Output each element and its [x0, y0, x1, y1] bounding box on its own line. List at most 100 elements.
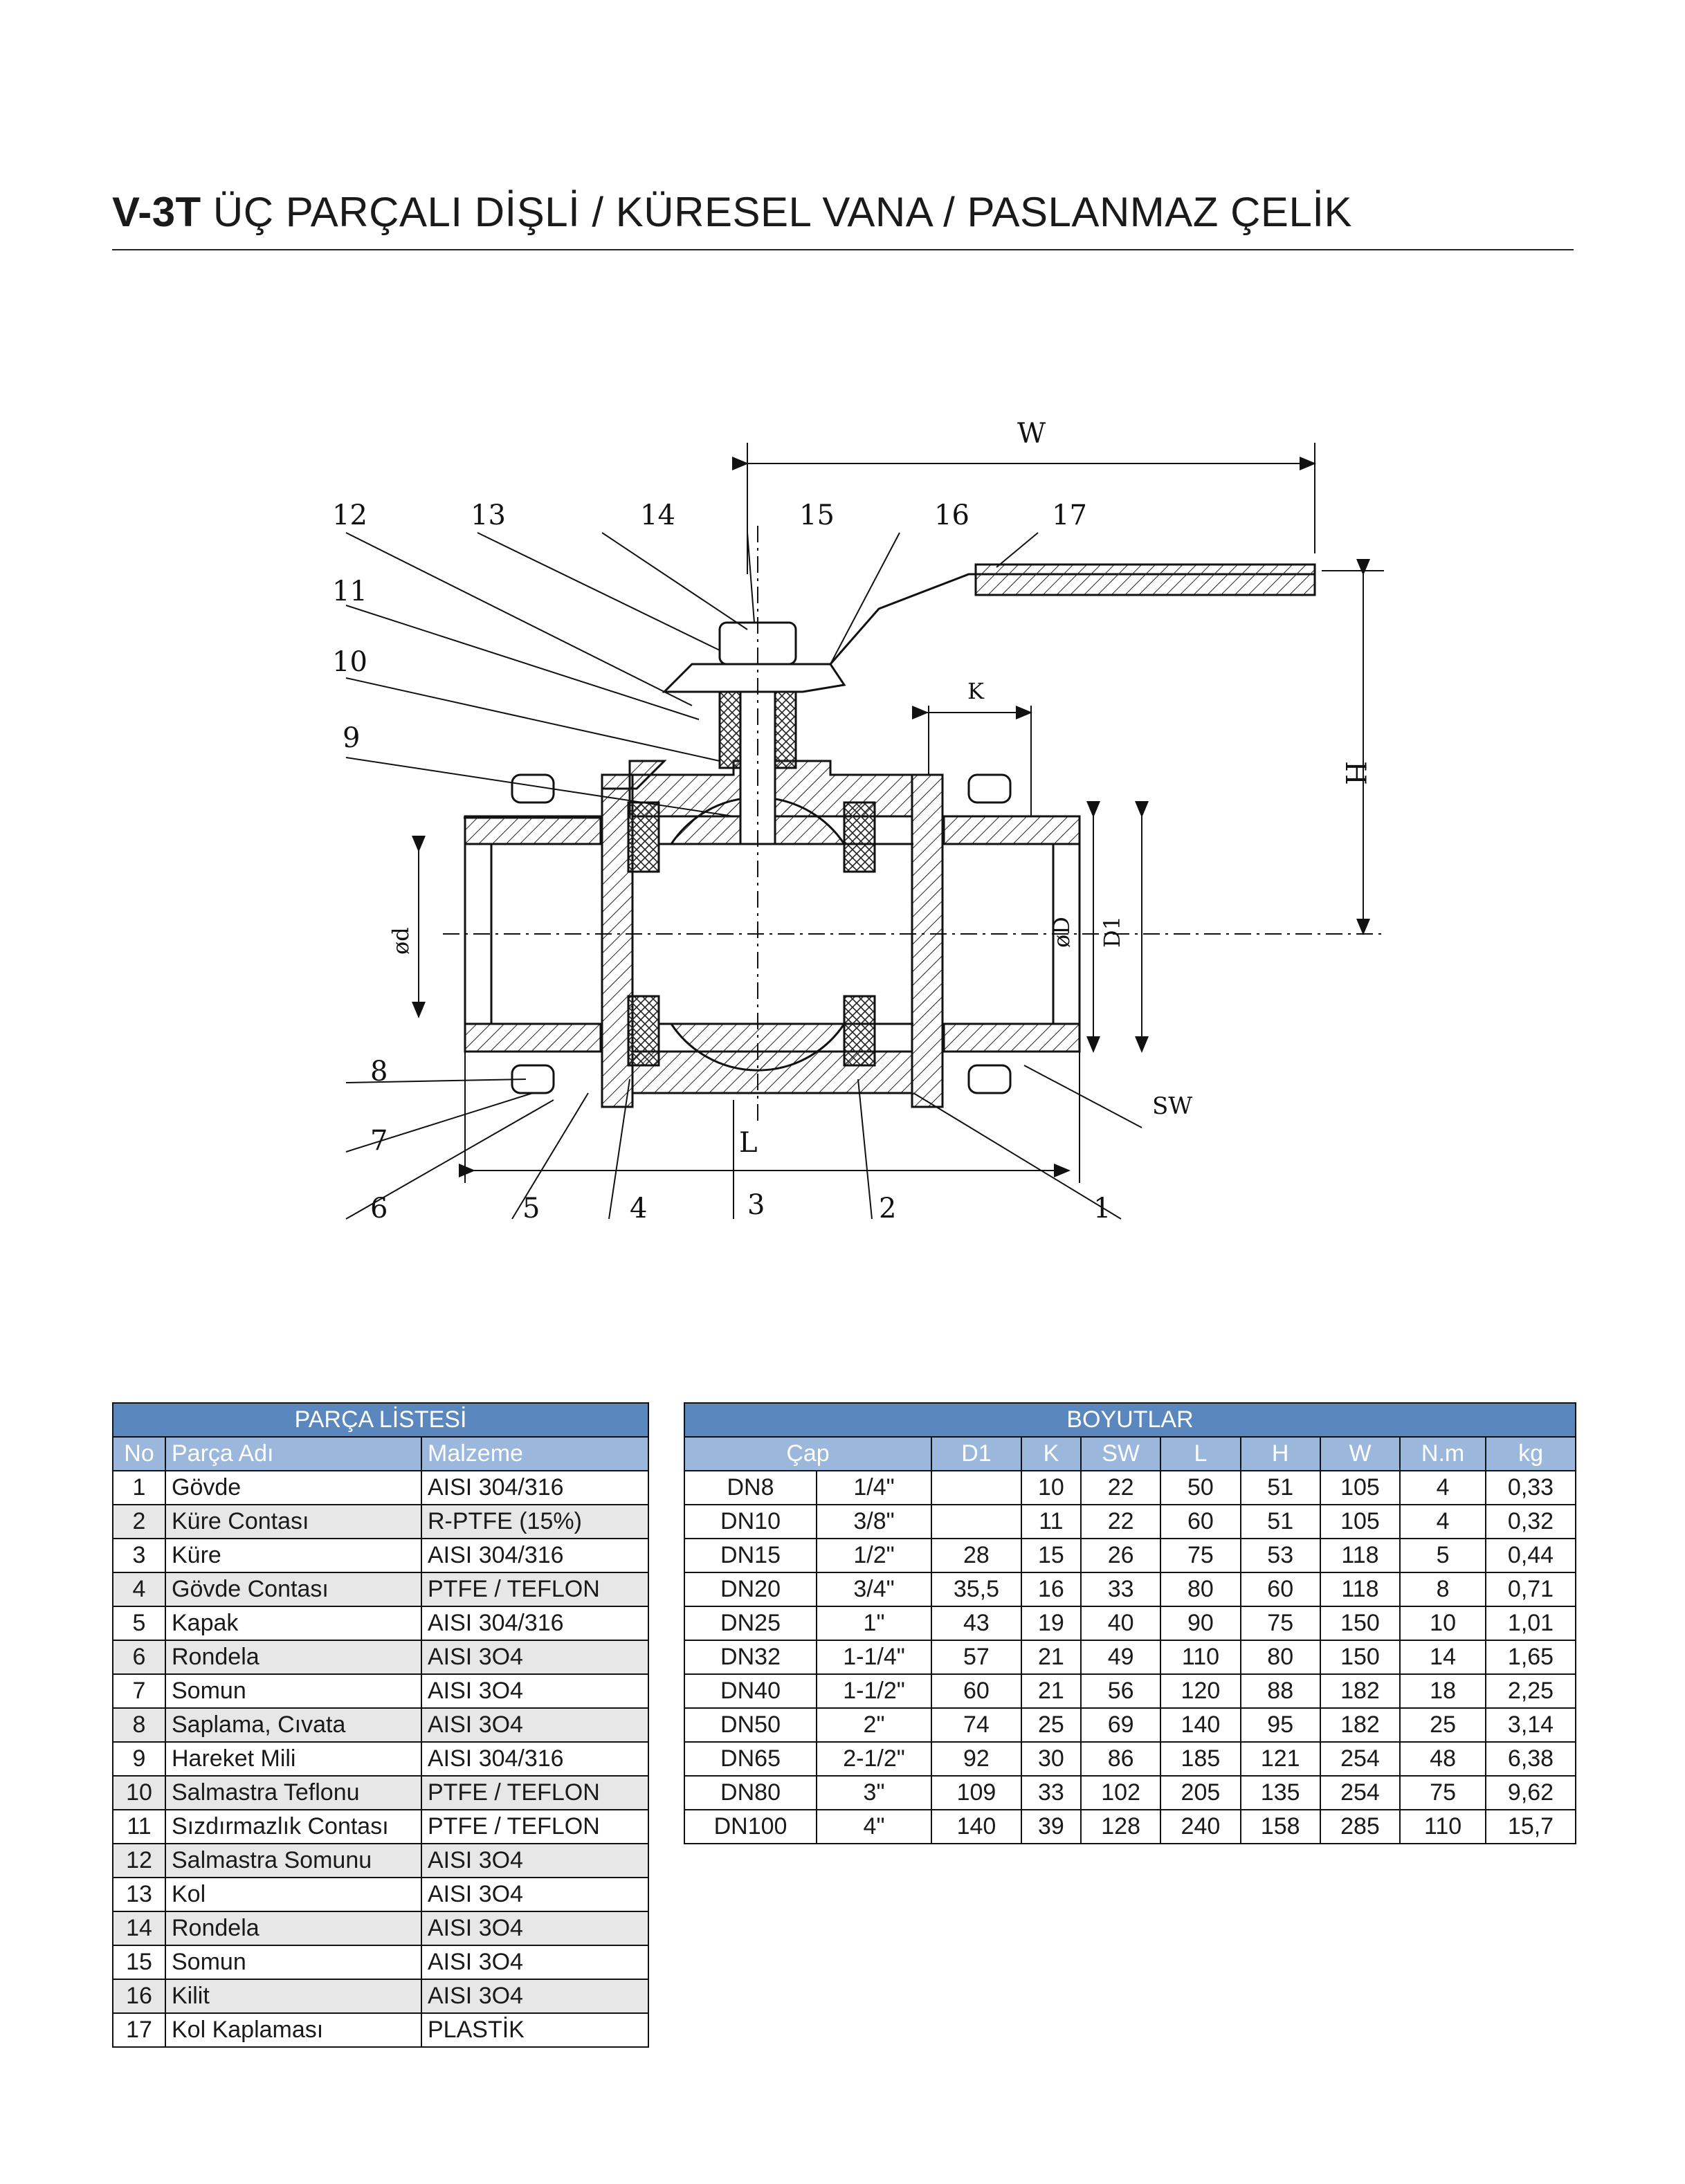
- parts-col-no: No: [112, 1436, 166, 1471]
- dim-cell: 80: [1239, 1640, 1321, 1675]
- dim-col-header: N.m: [1399, 1436, 1487, 1471]
- part-name: Kol: [165, 1877, 422, 1912]
- callout-6: 6: [370, 1193, 388, 1224]
- part-name: Salmastra Teflonu: [165, 1775, 422, 1810]
- dim-cell: DN65: [683, 1741, 818, 1777]
- dim-cell: 102: [1080, 1775, 1162, 1810]
- part-no: 6: [112, 1640, 166, 1675]
- dim-d1: D1: [1099, 916, 1125, 948]
- dim-cell: 120: [1160, 1673, 1241, 1709]
- dim-cell: 105: [1319, 1470, 1401, 1505]
- dim-col-header: W: [1319, 1436, 1401, 1471]
- parts-col-name: Parça Adı: [165, 1436, 422, 1471]
- callout-14: 14: [640, 499, 675, 531]
- dim-cell: 26: [1080, 1538, 1162, 1573]
- dim-cell: 9,62: [1485, 1775, 1576, 1810]
- part-no: 14: [112, 1911, 166, 1946]
- callout-13: 13: [471, 499, 506, 531]
- part-name: Rondela: [165, 1640, 422, 1675]
- callout-4: 4: [630, 1193, 647, 1224]
- part-no: 2: [112, 1504, 166, 1539]
- dim-cell: 75: [1160, 1538, 1241, 1573]
- callout-8: 8: [370, 1056, 388, 1088]
- part-no: 13: [112, 1877, 166, 1912]
- dim-cell: DN50: [683, 1707, 818, 1743]
- dim-cell: DN10: [683, 1504, 818, 1539]
- part-material: AISI 3O4: [421, 1945, 649, 1980]
- dim-cell: 30: [1020, 1741, 1082, 1777]
- dim-cell: 33: [1080, 1572, 1162, 1607]
- dim-cell: DN40: [683, 1673, 818, 1709]
- dim-cell: 57: [931, 1640, 1022, 1675]
- part-material: AISI 3O4: [421, 1911, 649, 1946]
- part-no: 7: [112, 1673, 166, 1709]
- dim-cell: 86: [1080, 1741, 1162, 1777]
- callout-1: 1: [1093, 1193, 1111, 1224]
- dim-cell: 60: [1239, 1572, 1321, 1607]
- dim-cell: 254: [1319, 1741, 1401, 1777]
- dim-cell: 1-1/2": [816, 1673, 932, 1709]
- dim-cell: 28: [931, 1538, 1022, 1573]
- dim-cell: 15: [1020, 1538, 1082, 1573]
- dimension-lines: [345, 443, 1384, 1220]
- dim-cell: 1,65: [1485, 1640, 1576, 1675]
- dim-cell: DN32: [683, 1640, 818, 1675]
- dim-col-header: K: [1020, 1436, 1082, 1471]
- title-rule: [112, 249, 1574, 250]
- dim-w: W: [1017, 418, 1046, 450]
- dim-cell: 0,33: [1485, 1470, 1576, 1505]
- dim-cell: 21: [1020, 1673, 1082, 1709]
- dim-cell: 10: [1020, 1470, 1082, 1505]
- part-no: 8: [112, 1707, 166, 1743]
- dim-cell: 182: [1319, 1673, 1401, 1709]
- part-material: R-PTFE (15%): [421, 1504, 649, 1539]
- dim-cell: 1,01: [1485, 1606, 1576, 1641]
- dim-cell: 0,44: [1485, 1538, 1576, 1573]
- dim-cell: 25: [1020, 1707, 1082, 1743]
- dim-cell: 3": [816, 1775, 932, 1810]
- dim-cell: DN25: [683, 1606, 818, 1641]
- dim-cell: DN8: [683, 1470, 818, 1505]
- dim-d: ød: [388, 927, 414, 955]
- dim-cell: 48: [1399, 1741, 1487, 1777]
- dim-cell: 11: [1020, 1504, 1082, 1539]
- dim-col-header: L: [1160, 1436, 1241, 1471]
- dim-cell: 0,32: [1485, 1504, 1576, 1539]
- part-material: AISI 3O4: [421, 1673, 649, 1709]
- part-material: PTFE / TEFLON: [421, 1572, 649, 1607]
- part-material: PTFE / TEFLON: [421, 1809, 649, 1844]
- part-no: 10: [112, 1775, 166, 1810]
- part-name: Somun: [165, 1945, 422, 1980]
- part-no: 1: [112, 1470, 166, 1505]
- dim-cell: 121: [1239, 1741, 1321, 1777]
- part-material: AISI 3O4: [421, 1979, 649, 2014]
- part-material: AISI 3O4: [421, 1640, 649, 1675]
- part-name: Sızdırmazlık Contası: [165, 1809, 422, 1844]
- part-no: 3: [112, 1538, 166, 1573]
- dim-cell: 75: [1239, 1606, 1321, 1641]
- dim-cell: 1-1/4": [816, 1640, 932, 1675]
- dim-cell: 2-1/2": [816, 1741, 932, 1777]
- part-no: 9: [112, 1741, 166, 1777]
- dim-h: H: [1339, 761, 1371, 785]
- dim-cell: 88: [1239, 1673, 1321, 1709]
- part-name: Gövde: [165, 1470, 422, 1505]
- part-name: Saplama, Cıvata: [165, 1707, 422, 1743]
- dim-cell: 92: [931, 1741, 1022, 1777]
- dim-cell: 39: [1020, 1809, 1082, 1844]
- dim-col-header: H: [1239, 1436, 1321, 1471]
- dim-cell: 4: [1399, 1470, 1487, 1505]
- dim-cell: 3,14: [1485, 1707, 1576, 1743]
- parts-list-title: PARÇA LİSTESİ: [112, 1402, 649, 1438]
- dim-cell: 135: [1239, 1775, 1321, 1810]
- dim-cell: 118: [1319, 1538, 1401, 1573]
- dim-col-header: Çap: [684, 1436, 932, 1471]
- dim-cell: 19: [1020, 1606, 1082, 1641]
